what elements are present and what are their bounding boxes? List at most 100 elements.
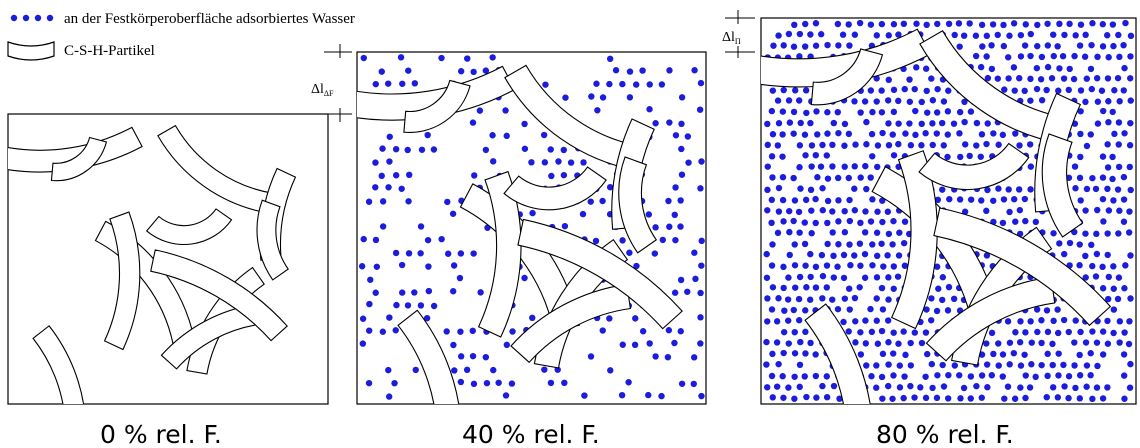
water-dot: [945, 20, 953, 28]
water-dot: [829, 229, 836, 236]
water-dot: [1049, 361, 1056, 369]
water-dot: [791, 21, 798, 29]
water-dot: [1104, 75, 1112, 82]
water-dot: [1104, 384, 1111, 391]
water-dot: [1065, 373, 1073, 380]
water-dot: [587, 353, 595, 360]
water-dot: [457, 328, 464, 335]
water-dot: [1010, 349, 1018, 357]
water-dot: [1077, 328, 1084, 336]
water-dot: [606, 80, 613, 88]
water-dot: [889, 241, 896, 248]
water-dot: [878, 20, 886, 28]
water-dot: [929, 141, 936, 149]
water-dot: [359, 315, 367, 322]
water-dot: [967, 196, 975, 203]
water-dot: [1116, 339, 1123, 346]
water-dot: [1105, 54, 1112, 61]
water-dot: [922, 329, 930, 336]
water-dot: [547, 379, 555, 387]
water-dot: [779, 173, 787, 181]
water-dot: [890, 372, 897, 379]
water-dot: [841, 163, 848, 170]
water-dot: [1071, 362, 1078, 369]
water-dot: [940, 98, 948, 105]
water-dot: [358, 263, 366, 270]
water-dot: [944, 153, 951, 161]
water-dot: [398, 261, 406, 269]
water-dot: [1127, 252, 1134, 259]
water-dot: [592, 237, 600, 245]
water-dot: [1104, 230, 1111, 237]
water-dot: [1065, 394, 1072, 402]
water-dot: [398, 185, 405, 192]
water-dot: [922, 130, 929, 137]
water-dot: [599, 197, 606, 205]
water-dot: [1044, 328, 1052, 336]
water-dot: [845, 130, 853, 138]
water-dot: [764, 318, 771, 325]
water-dot: [490, 366, 497, 374]
csh-particle: [357, 65, 516, 121]
water-dot: [678, 380, 686, 387]
water-dot: [580, 159, 587, 166]
water-dot: [1065, 86, 1072, 94]
water-dot: [1121, 285, 1128, 292]
water-dot: [1126, 318, 1133, 325]
water-dot: [444, 198, 451, 206]
water-dot: [773, 383, 781, 390]
water-dot: [885, 76, 892, 83]
water-dot: [483, 379, 491, 387]
water-dot: [774, 142, 782, 149]
water-dot: [1021, 195, 1029, 203]
water-dot: [797, 338, 804, 346]
water-dot: [1127, 53, 1134, 60]
water-dot: [1006, 339, 1014, 346]
water-dot: [1066, 65, 1073, 73]
water-dot: [1104, 295, 1112, 303]
water-dot: [824, 197, 832, 205]
water-dot: [999, 351, 1007, 358]
water-dot: [588, 93, 595, 100]
water-dot: [469, 352, 477, 360]
water-dot: [1120, 218, 1128, 225]
water-dot: [823, 284, 830, 291]
water-dot: [764, 207, 771, 214]
water-dot: [1126, 142, 1134, 149]
water-dot: [861, 229, 869, 236]
water-dot: [1005, 75, 1012, 82]
water-dot: [807, 273, 814, 281]
water-dot: [372, 80, 379, 88]
water-dot: [386, 314, 393, 321]
water-dot: [424, 236, 432, 244]
water-dot: [1011, 395, 1019, 402]
water-dot: [841, 142, 848, 149]
csh-particle: [103, 211, 141, 351]
water-dot: [1109, 21, 1117, 28]
water-dot: [379, 145, 386, 152]
water-dot: [972, 52, 980, 60]
water-dot: [392, 327, 399, 334]
water-dot: [1127, 295, 1134, 302]
csh-particle: [933, 207, 1112, 327]
water-dot: [851, 294, 859, 302]
water-dot: [863, 185, 870, 193]
water-dot: [988, 42, 995, 49]
water-dot: [901, 373, 908, 380]
water-dot: [824, 41, 831, 49]
water-dot: [542, 81, 549, 88]
water-dot: [652, 224, 659, 231]
water-dot: [1017, 31, 1025, 39]
water-dot: [885, 230, 893, 238]
water-dot: [503, 341, 511, 349]
csh-particle: [919, 30, 1068, 145]
water-dot: [995, 185, 1002, 192]
water-dot: [1115, 163, 1123, 171]
water-dot: [900, 239, 908, 247]
water-dot: [814, 131, 821, 138]
water-dot: [973, 142, 980, 149]
water-dot: [922, 373, 929, 380]
water-dot: [1110, 263, 1117, 270]
water-dot: [1121, 130, 1128, 137]
water-dot: [1120, 351, 1128, 358]
